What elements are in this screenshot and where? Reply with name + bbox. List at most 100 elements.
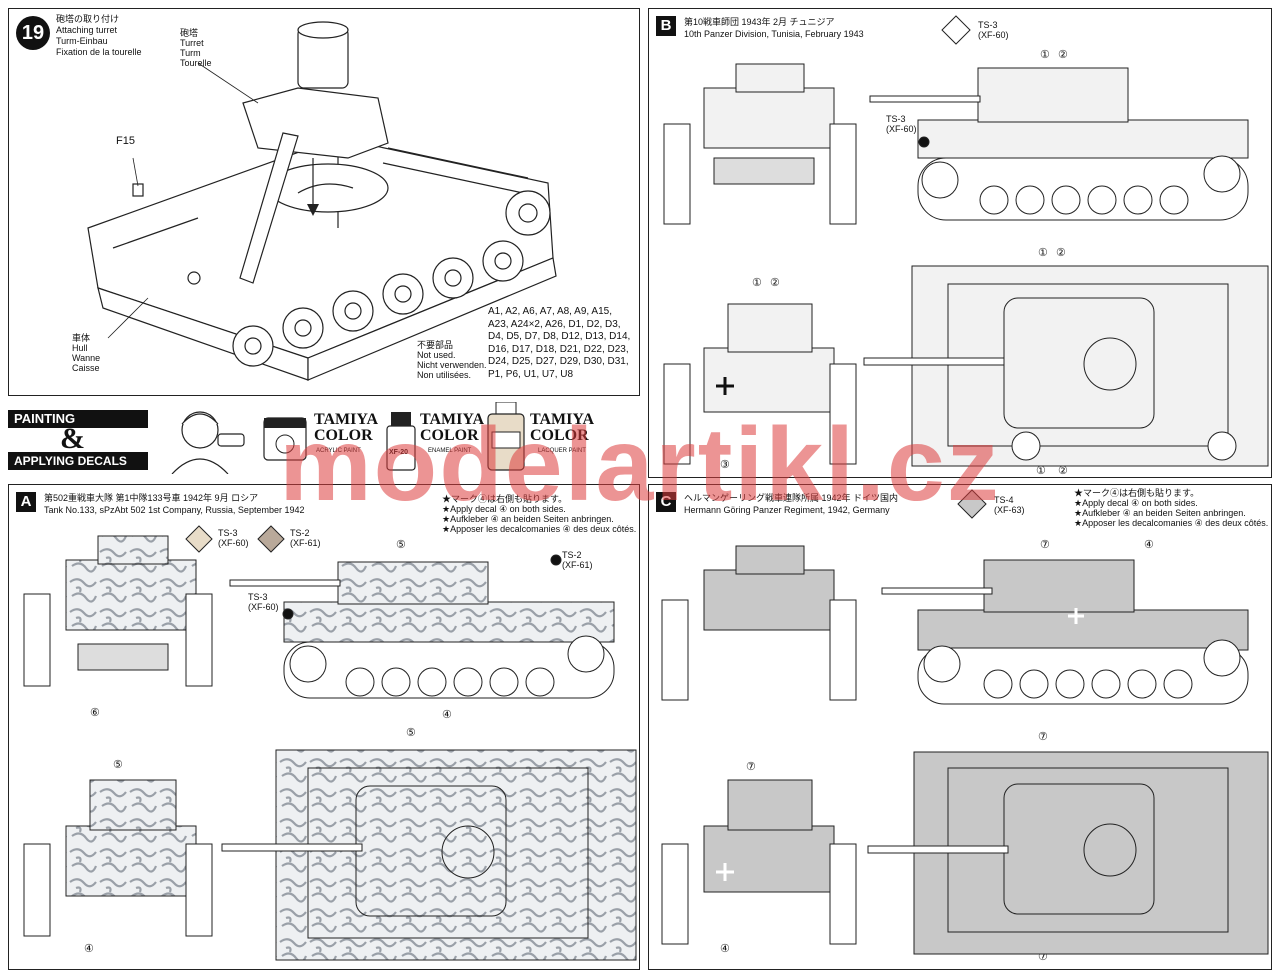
scheme-a-note: ★Aufkleber ④ an beiden Seiten anbringen. <box>442 514 614 524</box>
scheme-b-title-en: 10th Panzer Division, Tunisia, February … <box>684 29 864 39</box>
scheme-c-decal-7-front: ⑦ <box>746 761 756 773</box>
paint-bottle-enamel-icon <box>386 412 416 471</box>
scheme-a-drawings <box>23 535 637 961</box>
scheme-a-note: ★Apposer les decalcomanies ④ des deux cô… <box>442 524 637 534</box>
scheme-b-callout-ts3-alt: (XF-60) <box>886 124 917 134</box>
scheme-a-decal-4-side: ④ <box>442 709 452 721</box>
scheme-b-title-jp: 第10戦車師団 1943年 2月 チュニジア <box>684 17 835 27</box>
color-swatch-ts2-icon <box>257 525 285 553</box>
scheme-a-color2-alt: (XF-61) <box>290 538 321 548</box>
paint-bottle-code: XF-20 <box>389 449 409 456</box>
scheme-a-badge: A <box>16 492 36 512</box>
brand-logo-2-line2: COLOR <box>420 427 479 444</box>
scheme-b-decal-1-side: ① <box>1040 49 1050 61</box>
scheme-a-decal-6: ⑥ <box>90 707 100 719</box>
scheme-c-note: ★Apposer les decalcomanies ④ des deux cô… <box>1074 518 1269 528</box>
scheme-b-decal-2-plan: ② <box>1056 247 1066 259</box>
scheme-a-decal-5-front: ⑤ <box>113 759 123 771</box>
scheme-b-badge: B <box>656 16 676 36</box>
part-label-f15: F15 <box>116 135 135 147</box>
scheme-b-callout-ts3: TS-3 <box>886 114 906 124</box>
step-title-jp: 砲塔の取り付け <box>56 14 120 24</box>
scheme-a-notes: ★マーク④は右側も貼ります。 ★Apply decal ④ on both si… <box>442 494 636 534</box>
scheme-a-note: ★マーク④は右側も貼ります。 <box>442 494 568 504</box>
scheme-c-note: ★Apply decal ④ on both sides. <box>1074 498 1198 508</box>
scheme-c-title-jp: ヘルマンゲーリング戦車連隊所属 1942年 ドイツ国内 <box>684 493 899 503</box>
unused-parts-line: D4, D5, D7, D8, D12, D13, D14, <box>488 331 631 342</box>
painting-header: PAINTING & APPLYING DECALS <box>8 410 148 472</box>
scheme-c-note: ★マーク④は右側も貼ります。 <box>1074 488 1200 498</box>
scheme-c-color-alt: (XF-63) <box>994 505 1025 515</box>
painting-label-amp: & <box>60 422 85 455</box>
step-title-de: Turm-Einbau <box>56 36 108 46</box>
scheme-a-callout-ts3: TS-3 <box>248 592 268 602</box>
unused-parts-line: P1, P6, U1, U7, U8 <box>488 368 574 380</box>
painting-label-line1: PAINTING <box>8 410 148 428</box>
color-swatch-ts3-icon <box>185 525 213 553</box>
scheme-b-decal-2-plan-bottom: ② <box>1058 465 1068 477</box>
brand-logo-2: TAMIYA COLOR <box>420 412 484 444</box>
unused-label-jp: 不要部品 <box>417 340 454 350</box>
color-swatch-ts3-icon <box>941 15 971 45</box>
scheme-c-decal-4-side: ④ <box>1144 539 1154 551</box>
scheme-c-notes: ★マーク④は右側も貼ります。 ★Apply decal ④ on both si… <box>1074 488 1268 528</box>
paint-type-enamel: ENAMEL PAINT <box>428 448 472 454</box>
brand-logo-3: TAMIYA COLOR <box>530 412 594 444</box>
brand-logo-3-line1: TAMIYA <box>530 411 595 428</box>
paint-type-lacquer: LACQUER PAINT <box>538 448 586 454</box>
scheme-a-decal-5-top: ⑤ <box>396 539 406 551</box>
scheme-b-decal-2-side: ② <box>1058 49 1068 61</box>
modeler-illustration <box>171 411 245 474</box>
scheme-b-decal-3: ③ <box>720 459 730 471</box>
brand-logo-3-line2: COLOR <box>530 427 589 444</box>
scheme-a-callout-ts2-alt: (XF-61) <box>562 560 593 570</box>
scheme-c-title-en: Hermann Göring Panzer Regiment, 1942, Ge… <box>684 505 890 515</box>
scheme-a-title-en: Tank No.133, sPzAbt 502 1st Company, Rus… <box>44 505 305 515</box>
unused-parts-line: A23, A24×2, A26, D1, D2, D3, <box>488 318 621 330</box>
scheme-a-color2-code: TS-2 <box>290 528 310 538</box>
scheme-b-color-code: TS-3 <box>978 20 998 30</box>
step-title-en: Attaching turret <box>56 25 118 35</box>
brand-logo-1: TAMIYA COLOR <box>314 412 378 444</box>
unused-parts-list: A1, A2, A6, A7, A8, A9, A15, A23, A24×2,… <box>488 306 630 381</box>
scheme-a-color1-code: TS-3 <box>218 528 238 538</box>
hull-label-de: Wanne <box>72 353 101 363</box>
step-number-badge: 19 <box>16 16 50 50</box>
color-swatch-ts4-icon <box>957 489 987 519</box>
tank-assembly-drawing <box>87 21 557 381</box>
step-title-fr: Fixation de la tourelle <box>56 47 142 57</box>
scheme-c-decal-7-plan-bottom: ⑦ <box>1038 951 1048 963</box>
scheme-b-decal-1-plan-bottom: ① <box>1036 465 1046 477</box>
scheme-b-drawings <box>663 63 1269 467</box>
brand-logo-1-line1: TAMIYA <box>314 411 379 428</box>
paint-spray-can-icon <box>487 402 525 471</box>
turret-label-fr: Tourelle <box>180 58 212 68</box>
scheme-b-decal-1-front: ① <box>752 277 762 289</box>
scheme-c-decal-7-side: ⑦ <box>1040 539 1050 551</box>
scheme-a-decal-4-front: ④ <box>84 943 94 955</box>
brand-logo-1-line2: COLOR <box>314 427 373 444</box>
unused-label-de: Nicht verwenden. <box>417 360 487 370</box>
scheme-a-decal-5-plan-top: ⑤ <box>406 727 416 739</box>
scheme-a-color1-alt: (XF-60) <box>218 538 249 548</box>
scheme-c-note: ★Aufkleber ④ an beiden Seiten anbringen. <box>1074 508 1246 518</box>
scheme-a-title-jp: 第502重戦車大隊 第1中隊133号車 1942年 9月 ロシア <box>44 493 259 503</box>
turret-label-de: Turm <box>180 48 201 58</box>
paint-jar-acrylic-icon <box>263 417 307 461</box>
scheme-c-decal-4-front: ④ <box>720 943 730 955</box>
paint-type-acrylic: ACRYLIC PAINT <box>316 448 361 454</box>
scheme-b-color-alt: (XF-60) <box>978 30 1009 40</box>
unused-parts-line: A1, A2, A6, A7, A8, A9, A15, <box>488 306 612 317</box>
scheme-a-note: ★Apply decal ④ on both sides. <box>442 504 566 514</box>
unused-parts-line: D16, D17, D18, D21, D22, D23, <box>488 343 629 355</box>
hull-label-fr: Caisse <box>72 363 100 373</box>
turret-label-en: Turret <box>180 38 204 48</box>
scheme-a-callout-ts2: TS-2 <box>562 550 582 560</box>
hull-label-en: Hull <box>72 343 88 353</box>
painting-label-line2: APPLYING DECALS <box>8 452 148 470</box>
scheme-a-callout-ts3-alt: (XF-60) <box>248 602 279 612</box>
unused-label-en: Not used. <box>417 350 456 360</box>
scheme-b-decal-1-plan: ① <box>1038 247 1048 259</box>
scheme-b-decal-2-front: ② <box>770 277 780 289</box>
scheme-c-badge: C <box>656 492 676 512</box>
